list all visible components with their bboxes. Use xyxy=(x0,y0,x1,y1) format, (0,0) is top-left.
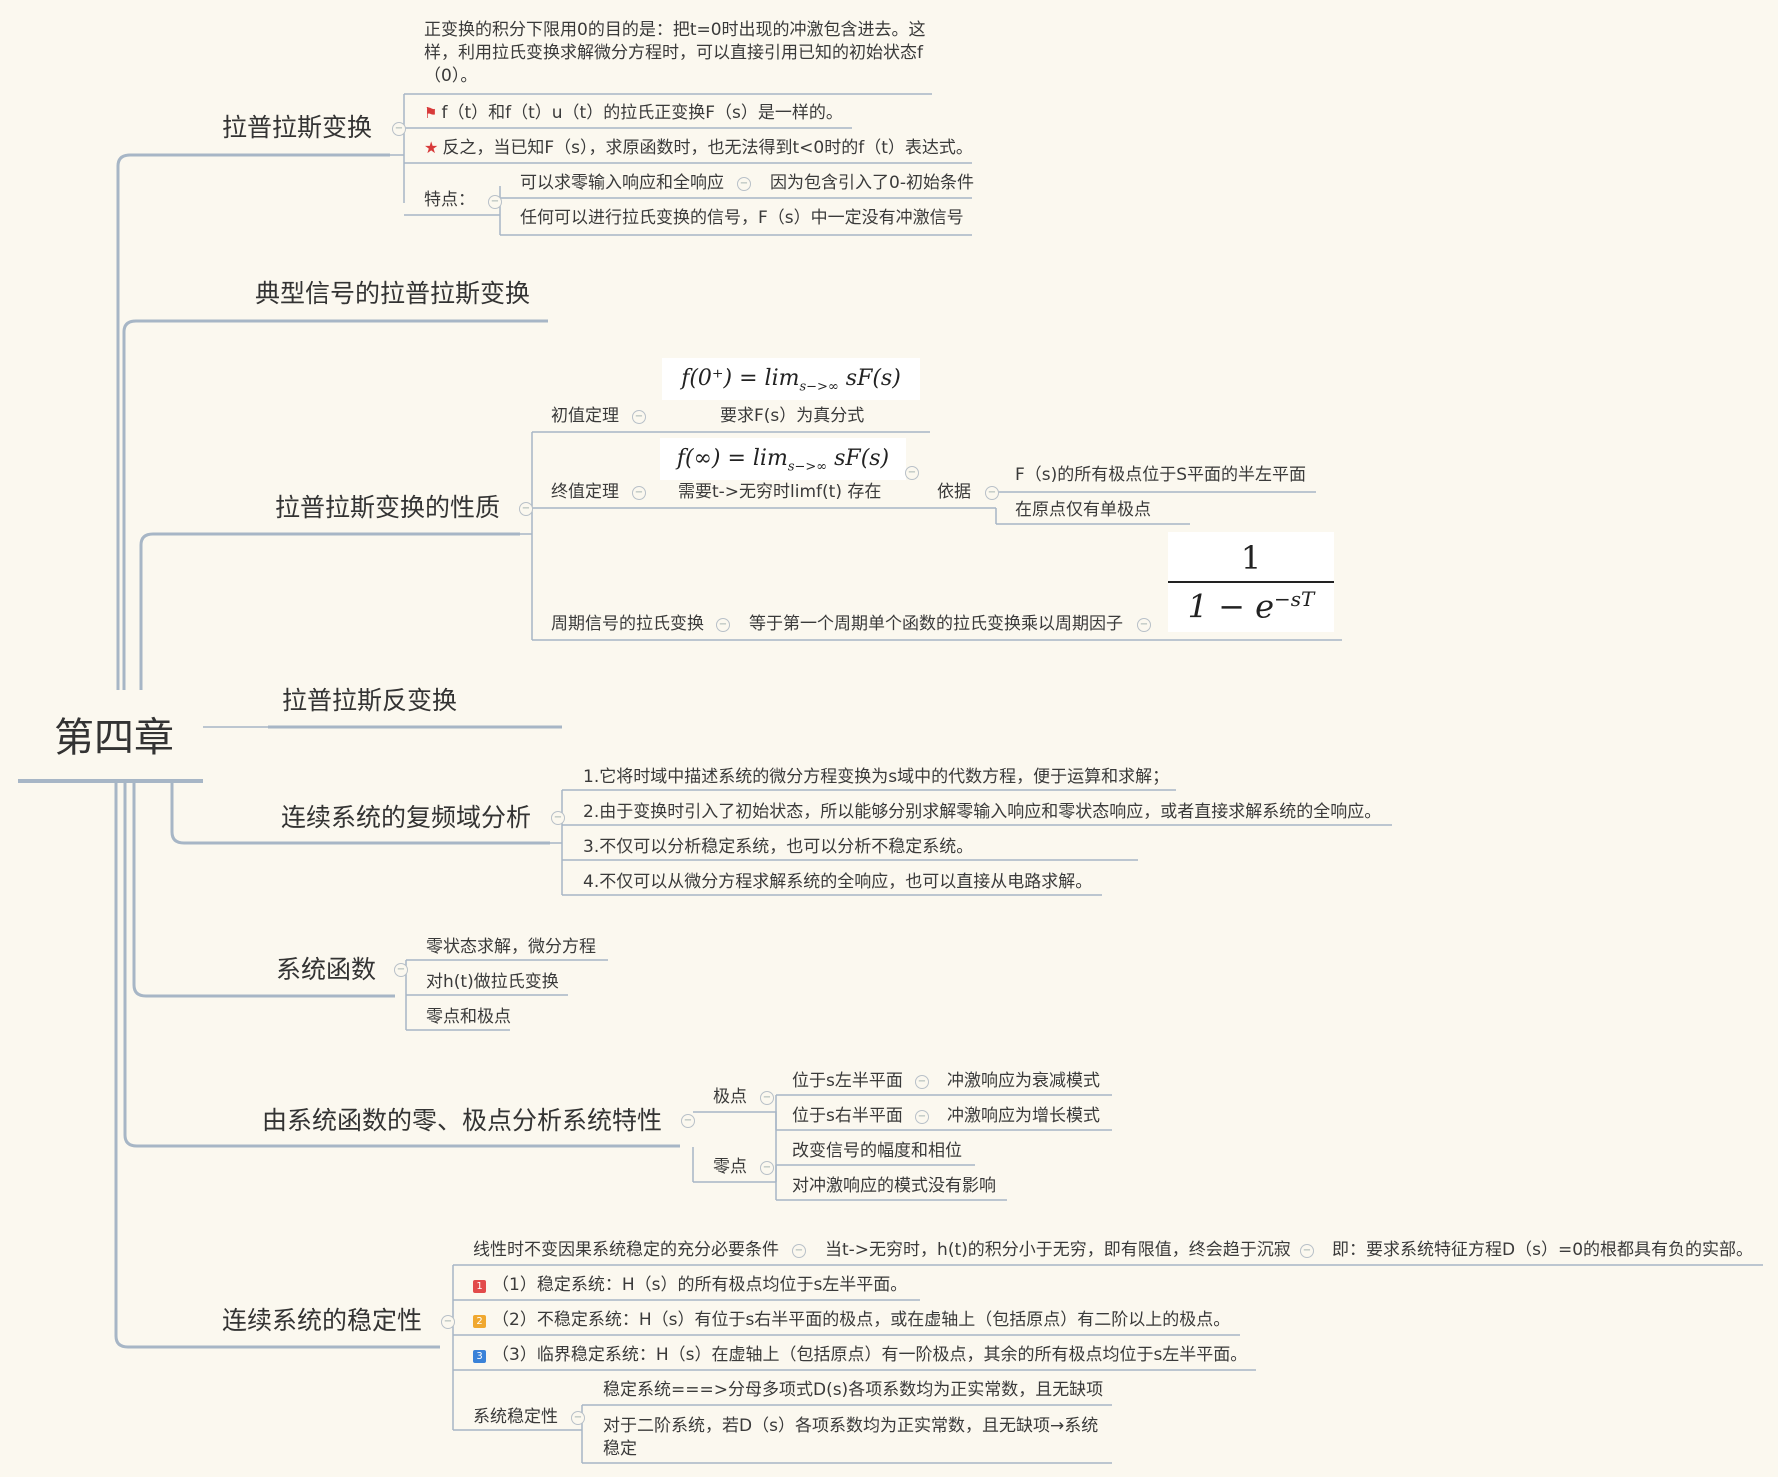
collapse-icon[interactable]: − xyxy=(915,1075,929,1089)
collapse-icon[interactable]: − xyxy=(760,1091,774,1105)
system-stability-label[interactable]: 系统稳定性 xyxy=(473,1407,558,1427)
laplace-feature-1-reason[interactable]: 因为包含引入了0-初始条件 xyxy=(770,173,974,193)
initial-value-label[interactable]: 初值定理 xyxy=(551,406,619,426)
collapse-icon[interactable]: − xyxy=(632,486,646,500)
zero-item-1[interactable]: 改变信号的幅度和相位 xyxy=(792,1141,962,1161)
collapse-icon[interactable]: − xyxy=(985,486,999,500)
topic-inverse[interactable]: 拉普拉斯反变换 xyxy=(282,686,458,715)
collapse-icon[interactable]: − xyxy=(392,122,406,136)
stability-item-1[interactable]: 1（1）稳定系统：H（s）的所有极点均位于s左半平面。 xyxy=(473,1275,907,1295)
system-stability-2[interactable]: 对于二阶系统，若D（s）各项系数均为正实常数，且无缺项→系统稳定 xyxy=(603,1416,1099,1459)
basis-item-1[interactable]: F（s)的所有极点位于S平面的半左平面 xyxy=(1015,465,1307,485)
pole-label[interactable]: 极点 xyxy=(713,1087,747,1107)
basis-item-2[interactable]: 在原点仅有单极点 xyxy=(1015,500,1151,520)
priority-2-icon: 2 xyxy=(473,1315,486,1328)
collapse-icon[interactable]: − xyxy=(905,466,919,480)
complex-item-1[interactable]: 1.它将时域中描述系统的微分方程变换为s域中的代数方程，便于运算和求解； xyxy=(583,767,1170,787)
final-value-formula: f(∞) = lims−>∞ sF(s) xyxy=(660,438,906,480)
topic-zero-pole[interactable]: 由系统函数的零、极点分析系统特性 xyxy=(262,1106,663,1135)
stability-condition[interactable]: 线性时不变因果系统稳定的充分必要条件 xyxy=(473,1240,779,1260)
collapse-icon[interactable]: − xyxy=(737,177,751,191)
topic-complex-freq[interactable]: 连续系统的复频域分析 xyxy=(281,803,532,832)
priority-1-icon: 1 xyxy=(473,1280,486,1293)
collapse-icon[interactable]: − xyxy=(571,1411,585,1425)
sysfunc-item-1[interactable]: 零状态求解，微分方程 xyxy=(426,937,596,957)
system-stability-1[interactable]: 稳定系统===>分母多项式D(s)各项系数均为正实常数，且无缺项 xyxy=(603,1380,1104,1400)
stability-condition-3[interactable]: 即：要求系统特征方程D（s）=0的根都具有负的实部。 xyxy=(1332,1240,1754,1260)
zero-label[interactable]: 零点 xyxy=(713,1157,747,1177)
stability-item-3[interactable]: 3（3）临界稳定系统：H（s）在虚轴上（包括原点）有一阶极点，其余的所有极点均位… xyxy=(473,1345,1247,1365)
collapse-icon[interactable]: − xyxy=(1300,1244,1314,1258)
laplace-feature-2[interactable]: 任何可以进行拉氏变换的信号，F（s）中一定没有冲激信号 xyxy=(520,208,964,228)
final-value-label[interactable]: 终值定理 xyxy=(551,482,619,502)
flag-icon: ⚑ xyxy=(424,104,438,122)
basis-label[interactable]: 依据 xyxy=(937,482,971,502)
collapse-icon[interactable]: − xyxy=(632,410,646,424)
collapse-icon[interactable]: − xyxy=(551,811,565,825)
collapse-icon[interactable]: − xyxy=(716,618,730,632)
initial-value-requirement[interactable]: 要求F(s）为真分式 xyxy=(720,406,865,426)
laplace-item-1[interactable]: ⚑f（t）和f（t）u（t）的拉氏正变换F（s）是一样的。 xyxy=(424,103,843,123)
final-value-requirement[interactable]: 需要t->无穷时limf(t) 存在 xyxy=(678,482,882,502)
laplace-feature-1[interactable]: 可以求零输入响应和全响应 xyxy=(520,173,724,193)
pole-item-2-result[interactable]: 冲激响应为增长模式 xyxy=(947,1106,1100,1126)
zero-item-2[interactable]: 对冲激响应的模式没有影响 xyxy=(792,1176,996,1196)
laplace-note[interactable]: 正变换的积分下限用0的目的是：把t=0时出现的冲激包含进去。这样，利用拉氏变换求… xyxy=(424,20,926,86)
topic-typical-signals[interactable]: 典型信号的拉普拉斯变换 xyxy=(255,279,531,308)
collapse-icon[interactable]: − xyxy=(681,1114,695,1128)
topic-system-function[interactable]: 系统函数 xyxy=(276,955,377,984)
priority-3-icon: 3 xyxy=(473,1350,486,1363)
complex-item-2[interactable]: 2.由于变换时引入了初始状态，所以能够分别求解零输入响应和零状态响应，或者直接求… xyxy=(583,802,1382,822)
laplace-item-2[interactable]: ★反之，当已知F（s），求原函数时，也无法得到t<0时的f（t）表达式。 xyxy=(424,138,973,158)
collapse-icon[interactable]: − xyxy=(792,1244,806,1258)
star-icon: ★ xyxy=(424,138,439,157)
topic-properties[interactable]: 拉普拉斯变换的性质 xyxy=(275,493,501,522)
sysfunc-item-3[interactable]: 零点和极点 xyxy=(426,1007,511,1027)
initial-value-formula: f(0⁺) = lims−>∞ sF(s) xyxy=(662,358,920,400)
stability-condition-2[interactable]: 当t->无穷时，h(t)的积分小于无穷，即有限值，终会趋于沉寂 xyxy=(825,1240,1291,1260)
topic-laplace[interactable]: 拉普拉斯变换 xyxy=(222,113,373,142)
collapse-icon[interactable]: − xyxy=(519,502,533,516)
root-topic[interactable]: 第四章 xyxy=(54,715,174,761)
pole-item-1[interactable]: 位于s左半平面 xyxy=(792,1071,903,1091)
collapse-icon[interactable]: − xyxy=(394,963,408,977)
collapse-icon[interactable]: − xyxy=(441,1315,455,1329)
complex-item-4[interactable]: 4.不仅可以从微分方程求解系统的全响应，也可以直接从电路求解。 xyxy=(583,872,1093,892)
pole-item-1-result[interactable]: 冲激响应为衰减模式 xyxy=(947,1071,1100,1091)
collapse-icon[interactable]: − xyxy=(915,1110,929,1124)
collapse-icon[interactable]: − xyxy=(1137,618,1151,632)
collapse-icon[interactable]: − xyxy=(488,195,502,209)
pole-item-2[interactable]: 位于s右半平面 xyxy=(792,1106,903,1126)
periodic-label[interactable]: 周期信号的拉氏变换 xyxy=(551,614,704,634)
topic-stability[interactable]: 连续系统的稳定性 xyxy=(222,1306,423,1335)
laplace-features-label[interactable]: 特点： xyxy=(424,190,475,210)
complex-item-3[interactable]: 3.不仅可以分析稳定系统，也可以分析不稳定系统。 xyxy=(583,837,974,857)
periodic-factor-formula: 1 1 − e−sT xyxy=(1168,532,1334,632)
stability-item-2[interactable]: 2（2）不稳定系统：H（s）有位于s右半平面的极点，或在虚轴上（包括原点）有二阶… xyxy=(473,1310,1230,1330)
sysfunc-item-2[interactable]: 对h(t)做拉氏变换 xyxy=(426,972,559,992)
collapse-icon[interactable]: − xyxy=(760,1161,774,1175)
periodic-description[interactable]: 等于第一个周期单个函数的拉氏变换乘以周期因子 xyxy=(749,614,1123,634)
